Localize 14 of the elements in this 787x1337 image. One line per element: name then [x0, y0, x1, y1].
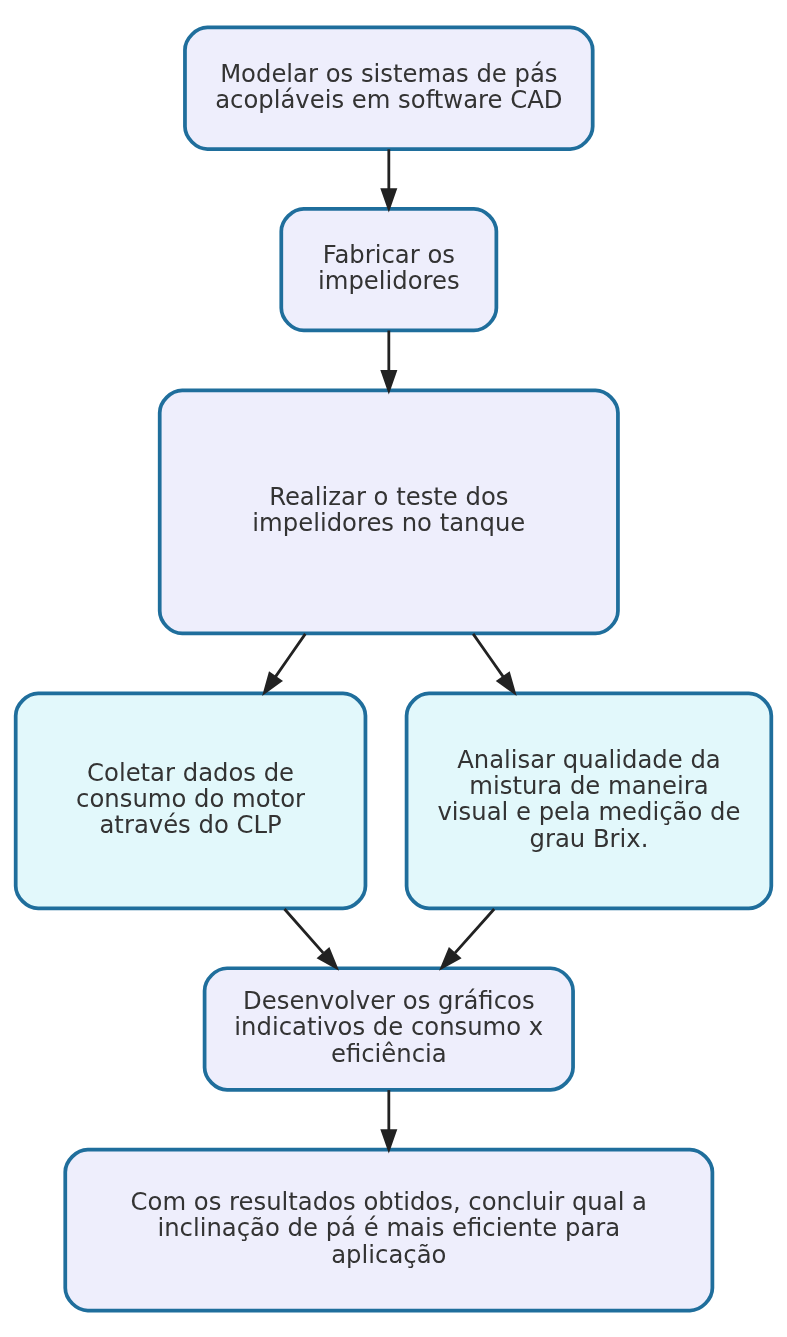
arrow	[380, 148, 398, 213]
node-box: Fabricar os impelidores	[279, 206, 499, 332]
arrow	[262, 632, 307, 696]
arrow	[380, 330, 398, 394]
arrow	[283, 907, 340, 971]
node-box: Com os resultados obtidos, concluir qual a inclinação de pá é mais eficiente para aplicação	[63, 1147, 715, 1312]
arrow	[439, 907, 496, 971]
node-box: Analisar qualidade da mistura de maneira visual e pela medição de grau Brix.	[404, 690, 774, 910]
arrow	[471, 632, 517, 696]
node-box: Realizar o teste dos impelidores no tanque	[157, 387, 620, 635]
node-box: Desenvolver os gráficos indicativos de consumo x eficiência	[202, 965, 575, 1092]
arrow	[380, 1089, 398, 1154]
node-box: Coletar dados de consumo do motor através do CLP	[13, 690, 368, 910]
node-box: Modelar os sistemas de pás acopláveis em software CAD	[183, 25, 595, 151]
